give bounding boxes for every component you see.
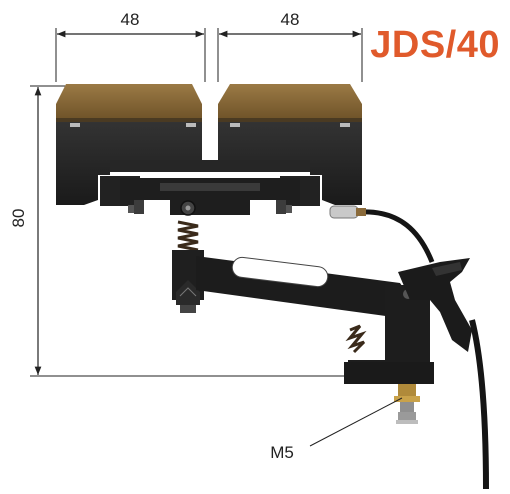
thread-label: M5	[270, 443, 294, 462]
right-carbon-shoe	[218, 84, 362, 122]
carriage	[100, 160, 320, 216]
width-left-label: 48	[121, 10, 140, 29]
thread-callout: M5	[270, 397, 403, 462]
width-dimension-right: 48	[217, 10, 363, 82]
handle	[398, 258, 472, 352]
cable	[329, 205, 489, 490]
model-title: JDS/40	[370, 24, 500, 66]
terminal-bolt	[394, 384, 420, 424]
arm-housing	[344, 285, 434, 384]
left-carbon-shoe	[56, 84, 202, 122]
vertical-spring	[177, 220, 199, 252]
width-right-label: 48	[281, 10, 300, 29]
current-collector	[56, 84, 489, 490]
width-dimension-left: 48	[55, 10, 206, 82]
swing-arm	[196, 256, 412, 318]
height-dimension: 80	[9, 85, 350, 377]
height-label: 80	[9, 209, 28, 228]
